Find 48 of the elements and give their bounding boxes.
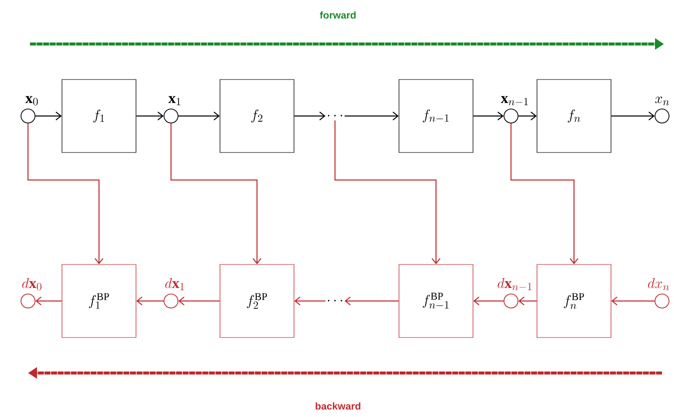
function-box: $f_2$: [220, 79, 294, 153]
arrow: [518, 296, 538, 306]
arrow: [610, 112, 655, 120]
direction-label: forward: [320, 11, 356, 19]
arrow: [611, 296, 656, 306]
variable-label: $d\mathbf{x}_0$: [22, 278, 42, 290]
variable-label: $d\mathbf{x}_1$: [165, 278, 184, 290]
circle-node: [654, 294, 670, 308]
function-box: $f_n$: [536, 79, 612, 153]
function-box: $f_{n-1}$: [398, 79, 474, 153]
arrow: [294, 296, 326, 306]
function-box: $f_1$: [62, 79, 136, 153]
circle-node: [654, 108, 670, 124]
arrow: [344, 112, 399, 120]
arrow: [178, 112, 220, 120]
circle-node: [504, 108, 518, 124]
variable-label: $dx_n$: [648, 278, 669, 290]
direction-label: backward: [316, 402, 360, 410]
arrow: [136, 112, 164, 120]
backprop-box: $f_2^{\mathrm{BP}}$: [220, 264, 294, 338]
variable-label: $\mathbf{x}_{n-1}$: [500, 96, 528, 106]
circle-node: [164, 108, 178, 124]
variable-label: $\mathbf{x}_0$: [25, 96, 38, 106]
arrow: [178, 296, 220, 306]
arrow: [334, 120, 440, 264]
arrow: [344, 296, 400, 306]
arrow: [28, 122, 104, 264]
arrow: [136, 296, 164, 306]
backprop-box: $f_{n-1}^{\mathrm{BP}}$: [398, 264, 474, 338]
arrow: [473, 296, 504, 306]
backprop-box: $f_1^{\mathrm{BP}}$: [62, 264, 136, 338]
variable-label: $\mathbf{x}_1$: [168, 96, 180, 106]
circle-node: [164, 294, 178, 308]
variable-label: $d\mathbf{x}_{n-1}$: [498, 278, 532, 290]
arrow: [518, 112, 537, 120]
arrow: [294, 112, 326, 120]
arrow: [510, 122, 578, 264]
arrow: [472, 112, 504, 120]
arrow: [35, 296, 62, 306]
circle-node: [20, 108, 36, 124]
variable-label: $x_n$: [655, 96, 669, 106]
circle-node: [504, 294, 518, 308]
arrow: [34, 112, 62, 120]
circle-node: [20, 294, 36, 308]
ellipsis: $\cdots$: [328, 300, 342, 302]
arrow: [170, 122, 262, 264]
ellipsis: $\cdots$: [328, 114, 342, 116]
backprop-box: $f_n^{\mathrm{BP}}$: [536, 264, 612, 338]
